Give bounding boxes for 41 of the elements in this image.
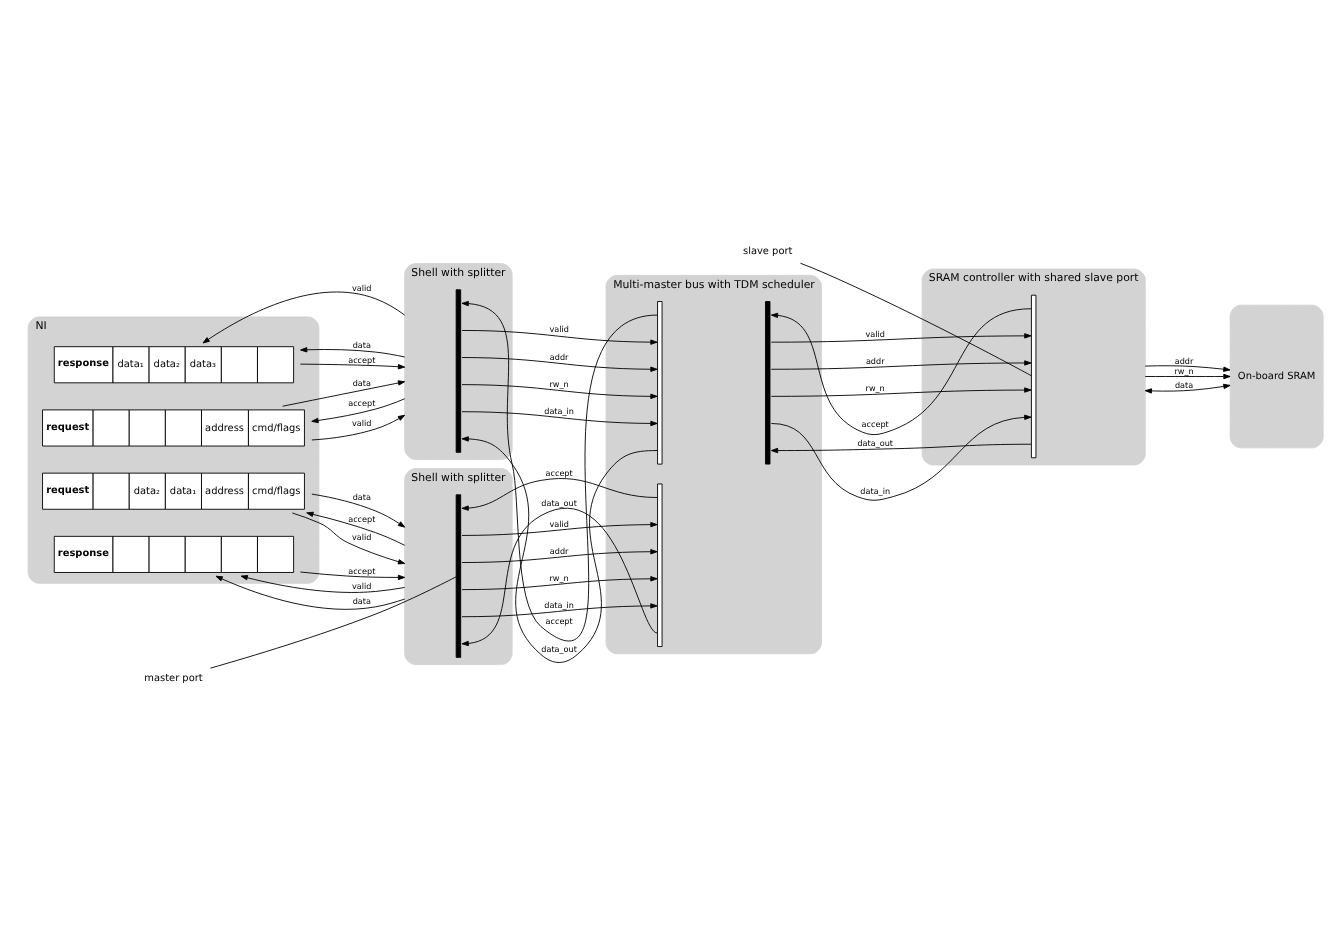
node-bar (657, 482, 663, 646)
arrow (461, 507, 658, 646)
arrow (291, 511, 406, 564)
arrow (311, 397, 406, 423)
connector (799, 261, 1032, 376)
arrow (311, 492, 406, 527)
arrow (770, 307, 1032, 435)
node-bar (455, 493, 462, 657)
arrow (461, 602, 658, 617)
arrow (461, 329, 658, 344)
arrow (215, 574, 406, 609)
arrow (282, 379, 406, 406)
node-bar (657, 300, 663, 464)
arrow (299, 362, 406, 369)
arrow (461, 477, 658, 510)
node-bar (1031, 293, 1037, 458)
arrow (202, 290, 406, 343)
arrow (1144, 382, 1231, 393)
node-bar (765, 300, 771, 464)
arrow (300, 346, 406, 357)
arrow (311, 413, 406, 440)
arrow (461, 575, 658, 590)
arrow (1144, 364, 1231, 371)
arrow (461, 299, 658, 640)
arrow (240, 574, 406, 592)
arrow (299, 570, 406, 580)
arrow (770, 359, 1032, 369)
arrow (770, 442, 1032, 453)
arrow (770, 332, 1032, 342)
arrow (1144, 372, 1231, 379)
arrow (461, 410, 658, 426)
arrow (770, 386, 1032, 396)
arrow (461, 548, 658, 562)
arrow (306, 510, 406, 545)
arrow (461, 356, 658, 371)
connector (210, 575, 457, 668)
node-bar (455, 288, 462, 452)
arrow (770, 413, 1032, 500)
arrow (461, 435, 658, 662)
arrow (461, 520, 658, 535)
arrow (461, 383, 658, 398)
